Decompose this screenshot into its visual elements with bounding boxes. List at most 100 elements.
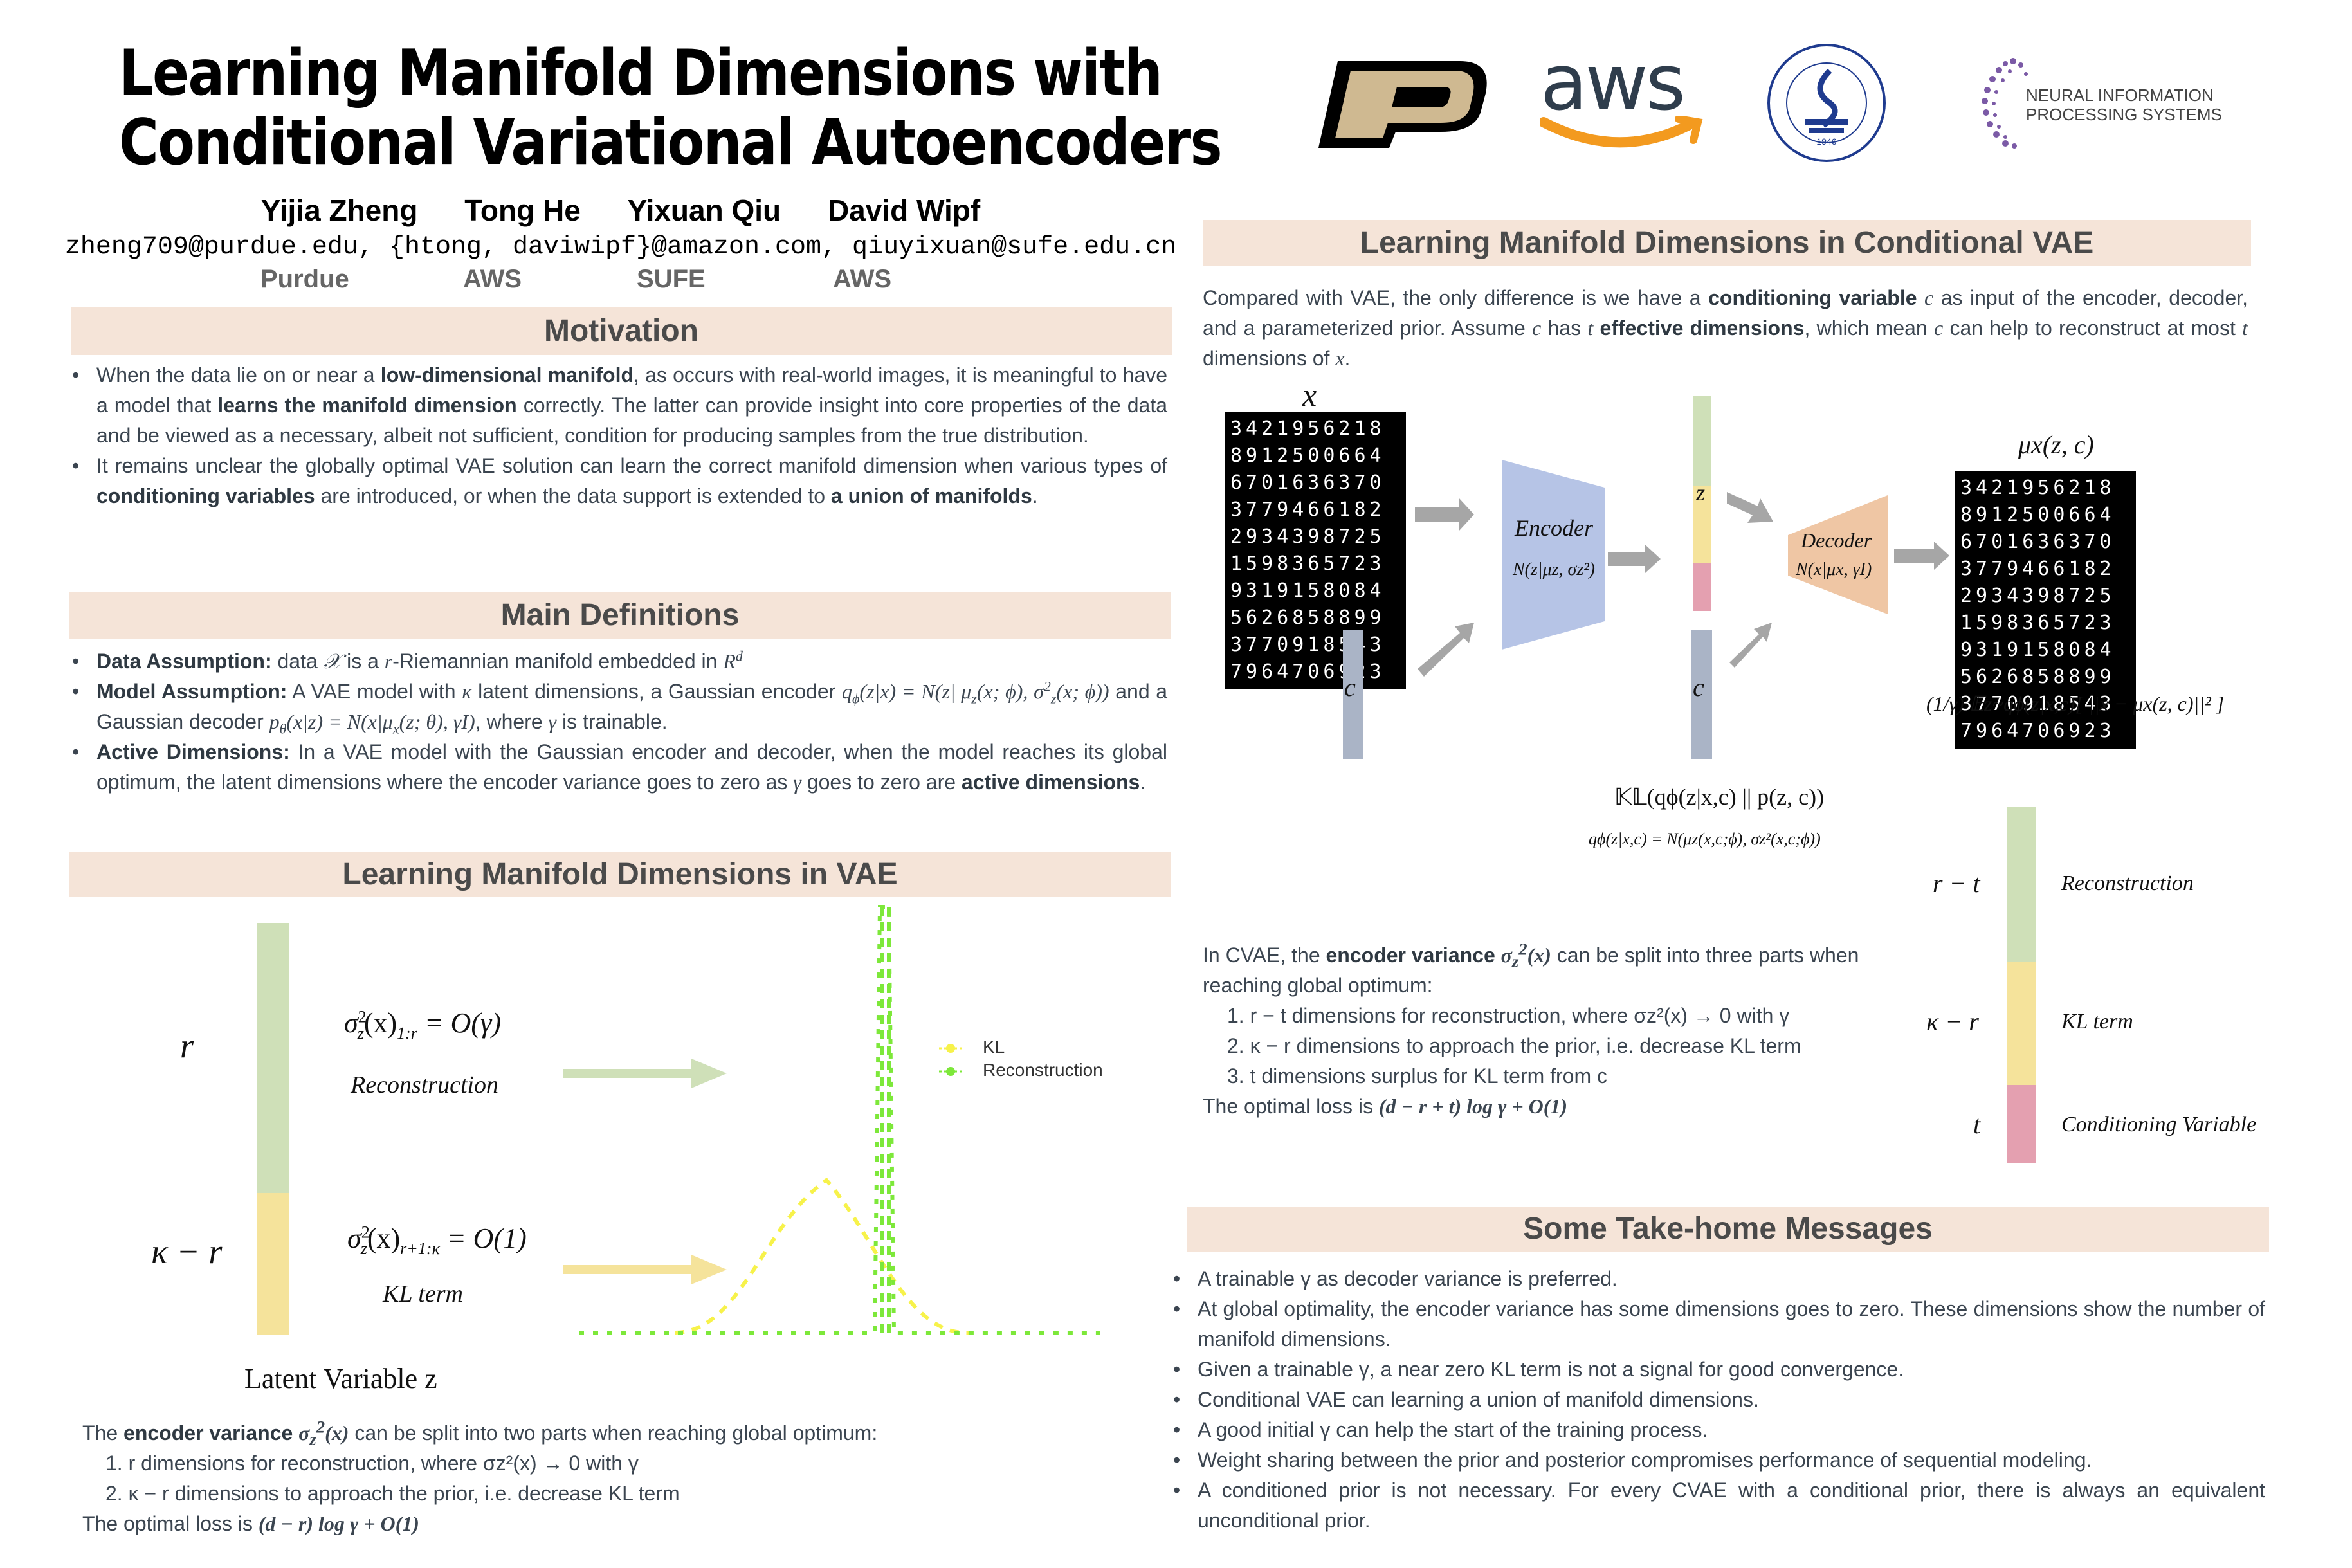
arrow-x-to-encoder [1415,498,1474,531]
encoder-distribution: N(z|μz, σz²) [1513,560,1595,579]
cvae-bar-label-left: t [1973,1110,1981,1139]
aws-logo: aws [1540,45,1708,154]
vae-arrow-reconstruction [563,1059,727,1088]
vae-arrow-kl [563,1255,727,1284]
diagram-x-label: x [1302,377,1317,413]
cvae-bar-label-right: Conditioning Variable [2061,1113,2257,1136]
definitions-body: Data Assumption: data 𝒳 is a r-Riemannia… [71,646,1167,798]
motivation-heading: Motivation [71,307,1172,355]
cvae-optimal-loss: The optimal loss is (d − r + t) log γ + … [1203,1095,1568,1118]
cvae-bar-reconstruction [2007,807,2036,962]
output-digit-grid: 3421956218 8912500664 6701636370 3779466… [1955,471,2136,749]
bullet-item: Data Assumption: data 𝒳 is a r-Riemannia… [72,646,1167,677]
purdue-logo [1312,55,1499,151]
vae-eq-top: σ2z(x)1:r = O(γ) [344,1007,502,1043]
vae-bar-kl [257,1193,289,1335]
latent-bar-yellow [1693,486,1711,563]
neurips-line2: PROCESSING SYSTEMS [2026,105,2222,124]
bullet-item: A trainable γ as decoder variance is pre… [1173,1264,2265,1294]
poster-title-line2: Conditional Variational Autoencoders [119,106,1223,179]
plot-legend [939,1044,962,1076]
arrow-c-to-encoder [1418,623,1474,677]
affiliation: SUFE [637,265,706,293]
vae-bar-reconstruction [257,923,289,1193]
vae-distribution-plot [579,905,1100,1335]
bullet-item: At global optimality, the encoder varian… [1173,1294,2265,1354]
poster-title-line1: Learning Manifold Dimensions with [119,37,1163,110]
affiliation: AWS [463,265,522,293]
input-digit-grid: 3421956218 8912500664 6701636370 3779466… [1225,412,1406,689]
kl-curve [675,1178,972,1335]
cvae-summary-item: 3. t dimensions surplus for KL term from… [1227,1064,1608,1088]
cvae-bar-kl [2007,962,2036,1085]
bullet-item: It remains unclear the globally optimal … [72,451,1167,511]
latent-bar-pink [1693,563,1711,611]
reconstruction-loss-formula: (1/γ) 𝔼z~qϕ(z|x,c)[ ||x − μx(z, c)||² ] [1926,692,2225,715]
bullet-item: A good initial γ can help the start of t… [1173,1415,2265,1445]
author-name: Yijia Zheng [260,194,418,227]
decoder-label: Decoder [1801,529,1872,552]
bullet-item: Weight sharing between the prior and pos… [1173,1445,2265,1475]
vae-caption-reconstruction: Reconstruction [351,1071,499,1099]
bullet-item: Conditional VAE can learning a union of … [1173,1385,2265,1415]
vae-heading: Learning Manifold Dimensions in VAE [69,852,1171,897]
cvae-bar-label-left: κ − r [1926,1007,1979,1036]
kl-loss-formula: 𝕂𝕃(qϕ(z|x,c) || p(z, c)) [1614,784,1825,810]
motivation-list: When the data lie on or near a low-dimen… [71,360,1167,511]
cvae-bar-label-right: Reconstruction [2061,871,2194,895]
decoder-block [1788,495,1888,614]
vae-caption-kl: KL term [383,1281,463,1308]
motivation-body: When the data lie on or near a low-dimen… [71,360,1167,511]
arrow-c-to-decoder [1729,623,1772,668]
cvae-bar-conditioning [2007,1085,2036,1163]
aws-wordmark: aws [1540,39,1686,128]
vae-latent-caption: Latent Variable z [244,1363,437,1394]
bullet-item: Active Dimensions: In a VAE model with t… [72,737,1167,798]
neurips-line1: NEURAL INFORMATION [2026,86,2214,105]
latent-z-label: z [1696,480,1706,506]
definitions-heading: Main Definitions [69,592,1171,639]
sufe-logo: 1946 [1765,42,1888,164]
vae-summary-intro: The encoder variance σz2(x) can be split… [82,1417,878,1449]
author-name: David Wipf [827,194,981,227]
affiliation-list: Purdue AWS SUFE AWS [0,265,1241,297]
vae-label-r: r [180,1026,194,1065]
cvae-intro: Compared with VAE, the only difference i… [1203,286,2248,370]
cvae-summary: In CVAE, the encoder variance σz2(x) can… [1203,940,1910,1122]
cvae-summary-intro: In CVAE, the encoder variance σz2(x) can… [1203,939,1859,997]
poster-title: Learning Manifold Dimensions with Condit… [119,37,1223,179]
decoder-distribution: N(x|μx, γI) [1796,560,1872,579]
bullet-item: When the data lie on or near a low-dimen… [72,360,1167,451]
reconstruction-curve [579,905,1100,1335]
affiliation: AWS [833,265,892,293]
cvae-summary-item: 1. r − t dimensions for reconstruction, … [1227,1004,1790,1027]
author-name: Yixuan Qiu [627,194,781,227]
vae-optimal-loss: The optimal loss is (d − r) log γ + O(1) [82,1512,419,1535]
legend-reconstruction-label: Reconstruction [983,1060,1103,1080]
author-list: Yijia Zheng Tong He Yixuan Qiu David Wip… [0,193,1241,228]
legend-reconstruction-marker [946,1067,955,1076]
vae-label-kappa-r: κ − r [151,1232,223,1271]
neurips-logo: NEURAL INFORMATION PROCESSING SYSTEMS [1974,55,2222,151]
arrow-decoder-to-output [1894,542,1949,570]
encoder-condition-bar [1343,630,1363,759]
latent-bar-green [1693,396,1711,486]
vae-eq-bottom: σ2z(x)r+1:κ = O(1) [347,1223,527,1258]
arrow-z-to-decoder [1727,492,1773,523]
definitions-list: Data Assumption: data 𝒳 is a r-Riemannia… [71,646,1167,798]
legend-kl-marker [946,1044,955,1053]
vae-summary-item: 1. r dimensions for reconstruction, wher… [105,1452,639,1475]
affiliation: Purdue [260,265,349,293]
bullet-item: Given a trainable γ, a near zero KL term… [1173,1354,2265,1385]
posterior-formula: qϕ(z|x,c) = N(μz(x,c;ϕ), σz²(x,c;ϕ)) [1589,830,1821,848]
bullet-item: A conditioned prior is not necessary. Fo… [1173,1475,2265,1536]
author-emails: zheng709@purdue.edu, {htong, daviwipf}@a… [64,233,1177,262]
encoder-label: Encoder [1515,515,1593,541]
author-name: Tong He [464,194,581,227]
arrow-encoder-to-z [1608,545,1661,573]
cvae-bar-label-right: KL term [2061,1010,2133,1034]
cvae-summary-item: 2. κ − r dimensions to approach the prio… [1227,1034,1801,1057]
takehome-heading: Some Take-home Messages [1187,1207,2269,1252]
legend-kl-label: KL [983,1037,1005,1057]
encoder-condition-label: c [1344,673,1356,702]
